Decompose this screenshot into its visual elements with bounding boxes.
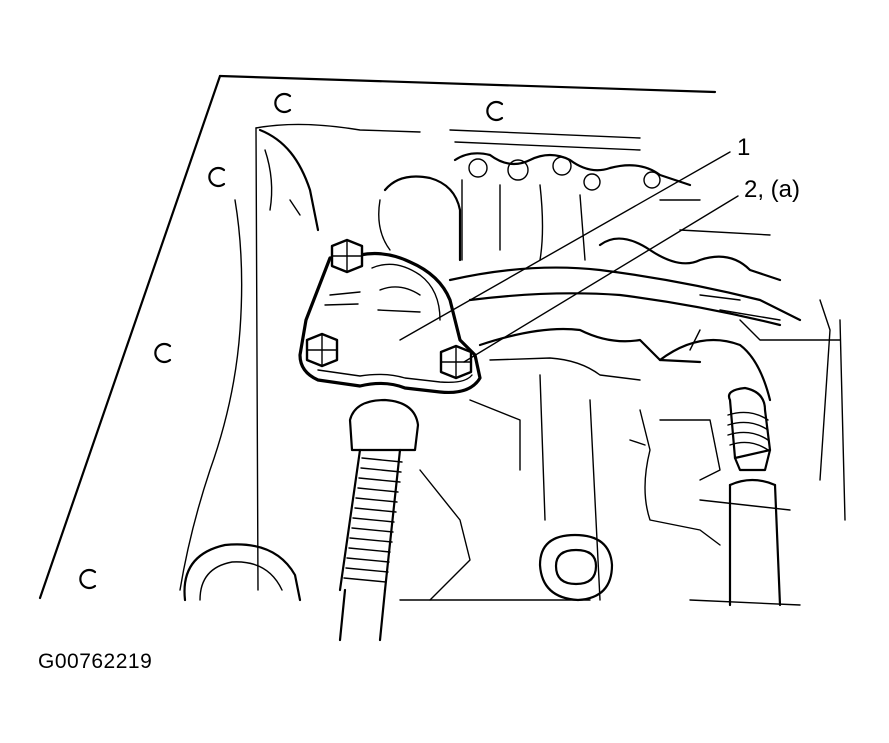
- leader-line-1: [399, 151, 731, 341]
- leader-line-2: [463, 195, 739, 363]
- callout-part-2: 2, (a): [744, 176, 801, 203]
- case-bore: [183, 543, 302, 602]
- case-bolt-holes: [79, 92, 504, 590]
- valve-body-lower: [399, 374, 801, 606]
- round-boss: [538, 533, 614, 602]
- figure-id: G00762219: [38, 650, 153, 673]
- spring-spool: [727, 386, 782, 607]
- bolt-left: [305, 332, 339, 368]
- plate-bolts: [305, 238, 473, 380]
- leader-lines: [399, 151, 739, 363]
- detent-plate: [298, 251, 482, 395]
- guide-plate: [448, 266, 846, 521]
- bolt-upper: [330, 238, 364, 274]
- threaded-rod: [338, 398, 420, 642]
- bolt-right: [439, 344, 473, 380]
- callout-part-1: 1: [737, 134, 751, 161]
- transmission-case-outline: [38, 74, 717, 600]
- valve-body-upper: [378, 129, 782, 282]
